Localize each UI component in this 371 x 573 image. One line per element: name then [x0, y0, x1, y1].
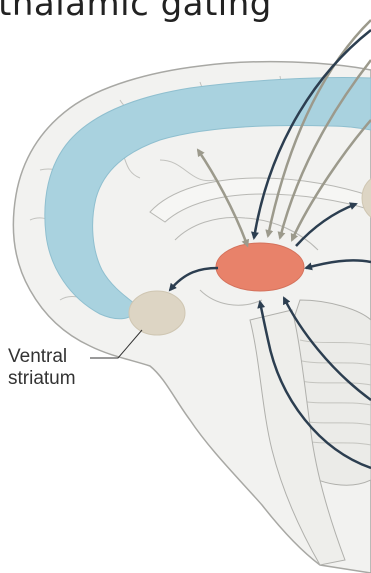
ventral-striatum-label-line1: Ventral	[8, 346, 76, 368]
ventral-striatum-label-line2: striatum	[8, 368, 76, 390]
ventral-striatum-label: Ventral striatum	[8, 346, 76, 390]
ventral-striatum	[129, 291, 185, 335]
thalamus	[216, 243, 304, 291]
